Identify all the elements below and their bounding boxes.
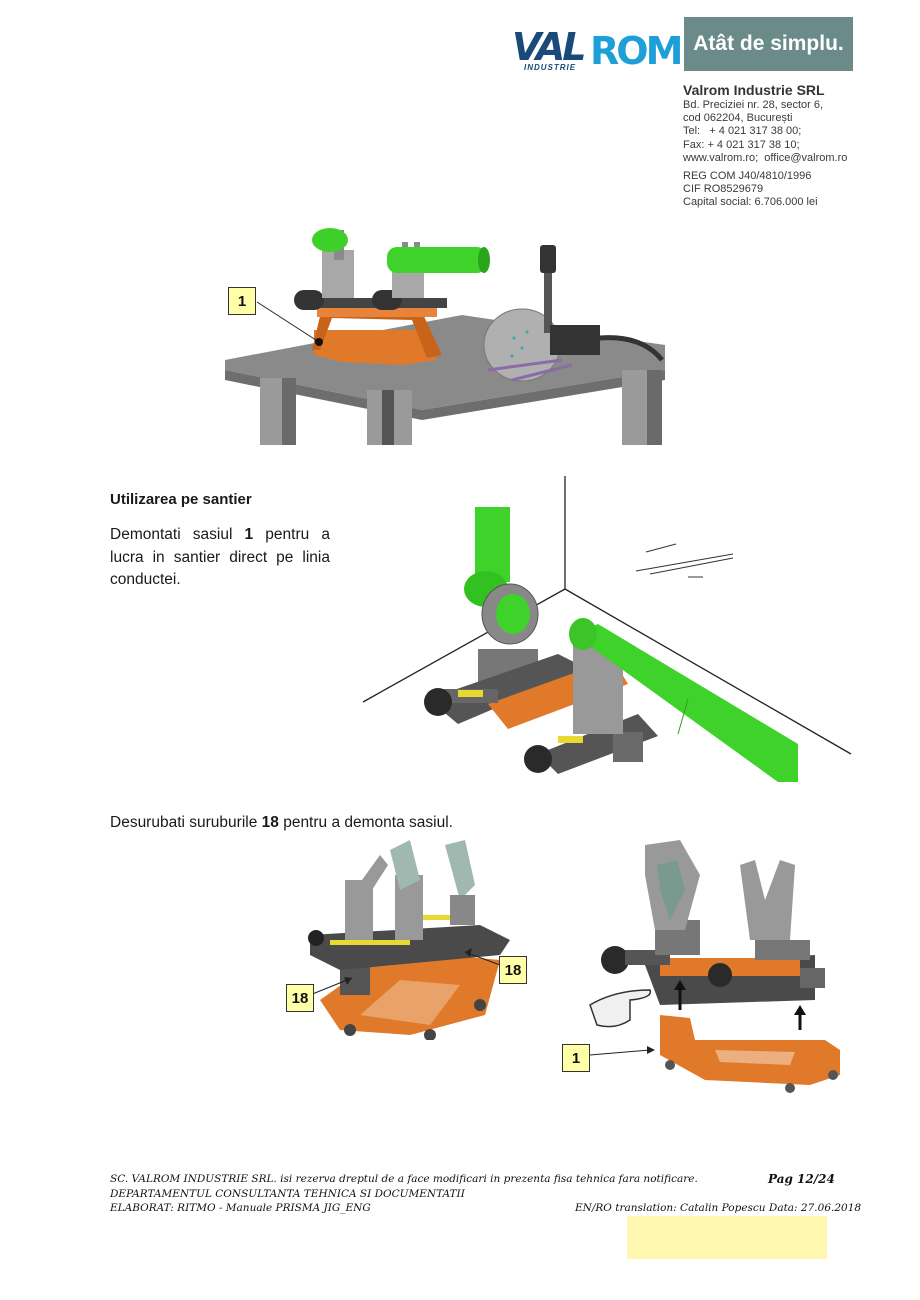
callout-18-left: 18 [286,984,314,1012]
company-info: Valrom Industrie SRL Bd. Preciziei nr. 2… [683,82,847,210]
address-line-2: cod 062204, București [683,112,793,125]
footer-elaborat: ELABORAT: RITMO - Manuale PRISMA JIG_ENG [110,1202,371,1214]
reg-com: REG COM J40/4810/1996 [683,170,812,183]
pipeline-illustration [362,476,852,782]
step-instruction: Desurubati suruburile 18 pentru a demont… [110,814,453,832]
web-email: www.valrom.ro; office@valrom.ro [683,151,848,164]
phone: Tel: + 4 021 317 38 00; [683,125,802,138]
highlight-box [627,1216,827,1259]
para-text-2: pentru a lucra in santier direct pe lini… [110,526,331,588]
workbench-illustration [225,228,665,445]
section-heading: Utilizarea pe santier [110,491,252,508]
logo-industrie: INDUSTRIE [524,63,577,72]
step-text-2: pentru a demonta sasiul. [278,814,453,831]
slogan-banner: Atât de simplu. [684,17,853,71]
section-paragraph: Demontati sasiul 1 pentru a lucra in san… [110,524,330,592]
step-bold-ref: 18 [261,814,279,831]
logo-rom: ROM [590,29,683,73]
figure-chassis-removed [585,840,850,1095]
footer-disclaimer: SC. VALROM INDUSTRIE SRL. isi rezerva dr… [110,1173,698,1185]
cif: CIF RO8529679 [683,183,764,196]
company-name: Valrom Industrie SRL [683,82,825,98]
logo-val: VAL [512,25,586,69]
footer-translation: EN/RO translation: Catalin Popescu Data:… [575,1202,862,1214]
valrom-logo: VAL ROM INDUSTRIE [512,25,683,75]
address-line-1: Bd. Preciziei nr. 28, sector 6, [683,99,824,111]
chassis-removed-illustration [589,840,840,1093]
capital: Capital social: 6.706.000 lei [683,196,818,209]
para-bold-ref: 1 [244,526,254,543]
step-text-1: Desurubati suruburile [110,814,262,831]
figure-workbench [222,220,667,445]
callout-1-figure4: 1 [562,1044,590,1072]
para-text-1: Demontati sasiul [110,526,245,543]
callout-1-figure1: 1 [228,287,256,315]
callout-18-right: 18 [499,956,527,984]
jig-screws-illustration [308,840,510,1041]
footer-page-number: Pag 12/24 [768,1172,835,1186]
fax: Fax: + 4 021 317 38 10; [683,138,800,151]
footer-department: DEPARTAMENTUL CONSULTANTA TEHNICA SI DOC… [110,1188,465,1200]
figure-screws-18 [300,840,530,1041]
figure-pipeline-corner [358,474,853,784]
